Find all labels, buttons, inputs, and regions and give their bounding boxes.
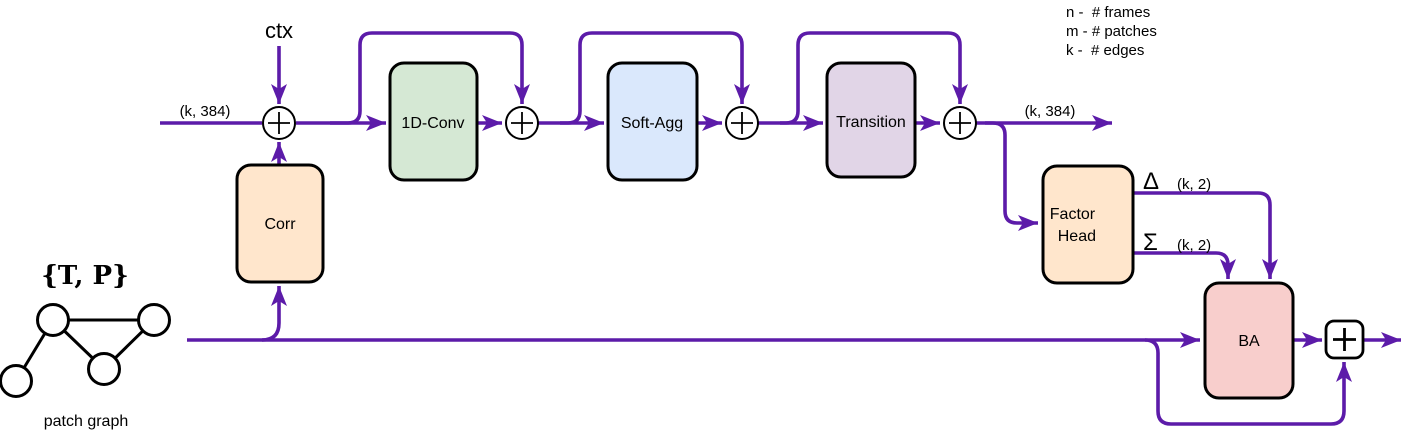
delta-shape-label: (k, 2) [1177,176,1211,193]
factor-head-rect [1041,164,1135,285]
block-corr: Corr [235,163,325,284]
delta-symbol: Δ [1143,168,1159,195]
wire-skip-softagg [560,31,750,125]
graph-set-label: {T, P} [41,261,129,291]
plus-icon [949,112,971,134]
ba-label: BA [1238,333,1260,350]
patch-graph-node [87,352,121,386]
legend-frames: n - # frames [1066,4,1150,21]
soft-agg-rect [606,61,699,182]
patch-graph-edges [14,318,156,382]
patch-graph-caption: patch graph [44,413,129,430]
legend-edges: k - # edges [1066,42,1144,59]
add-node-3 [725,106,759,140]
plus-icon [268,112,290,134]
patch-graph [0,303,171,398]
block-soft-agg: Soft-Agg [606,61,699,182]
block-ba: BA [1203,281,1295,400]
legend-patches: m - # patches [1066,23,1157,40]
soft-agg-label: Soft-Agg [621,115,683,132]
plus-icon [731,112,753,134]
plus-icon [511,112,533,134]
wire-skip-conv [330,31,530,125]
plus-icon [1333,328,1356,351]
add-node-1 [262,106,296,140]
input-shape-label: (k, 384) [180,103,231,120]
conv1d-rect [388,61,479,182]
transition-label: Transition [836,114,906,131]
sigma-shape-label: (k, 2) [1177,237,1211,254]
add-node-2 [505,106,539,140]
block-1d-conv: 1D-Conv [388,61,479,182]
add-node-4 [943,106,977,140]
factor-head-line1: Factor [1050,206,1096,223]
conv1d-label: 1D-Conv [401,115,464,132]
factor-head-line2: Head [1058,228,1096,245]
corr-label: Corr [264,216,296,233]
legend: n - # frames m - # patches k - # edges [1066,4,1157,59]
wire-to-factor-head [985,121,1038,231]
corr-rect [235,163,325,284]
wire-skip-transition [780,31,968,125]
ctx-label: ctx [265,18,293,43]
wire-delta [1133,191,1278,279]
patch-graph-node [0,364,33,398]
block-factor-head: Factor Head [1041,164,1135,285]
patch-graph-node [137,303,171,337]
ba-rect [1203,281,1295,400]
factor-head-label: Factor Head [1050,206,1126,245]
output-shape-label: (k, 384) [1025,103,1076,120]
wire-skip-ba [1144,338,1352,426]
transition-rect [825,61,917,179]
add-node-square [1324,319,1365,360]
block-transition: Transition [825,61,917,179]
wires [160,31,1401,426]
wire-corr-in [261,286,287,342]
sigma-symbol: Σ [1143,229,1158,256]
wire-sigma [1133,251,1236,279]
patch-graph-node [36,303,70,337]
